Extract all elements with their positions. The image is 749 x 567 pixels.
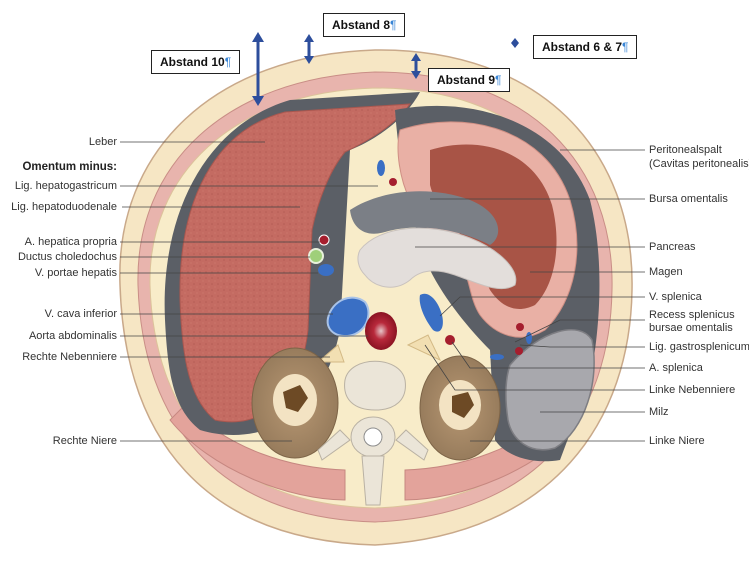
- label-magen: Magen: [649, 266, 683, 278]
- label-lig-gastrosplenicum: Lig. gastrosplenicum: [649, 341, 749, 353]
- label-bursa-omentalis: Bursa omentalis: [649, 193, 728, 205]
- aorta: [365, 312, 397, 350]
- label-leber: Leber: [89, 136, 117, 148]
- distance-box-8: Abstand 8¶: [323, 13, 405, 37]
- label-rechte-niere: Rechte Niere: [53, 435, 117, 447]
- small-artery-3: [515, 347, 523, 355]
- label-bursae-omentalis: bursae omentalis: [649, 322, 733, 334]
- label-pancreas: Pancreas: [649, 241, 696, 253]
- label-v-cava-inferior: V. cava inferior: [45, 308, 118, 320]
- hepatic-artery: [319, 235, 329, 245]
- pilcrow-icon: ¶: [495, 73, 501, 87]
- arrow-6-7: [511, 38, 519, 48]
- label-lig-hepatoduodenale: Lig. hepatoduodenale: [11, 201, 117, 213]
- distance-box-6-7: Abstand 6 & 7¶: [533, 35, 637, 59]
- small-vein-1: [377, 160, 385, 176]
- distance-box-9: Abstand 9¶: [428, 68, 510, 92]
- label-linke-niere: Linke Niere: [649, 435, 705, 447]
- distance-box-8-text: Abstand 8: [332, 18, 390, 32]
- right-kidney: [252, 348, 338, 458]
- bile-duct: [309, 249, 323, 263]
- label-cavitas-peritonealis: (Cavitas peritonealis): [649, 158, 749, 170]
- small-artery-2: [516, 323, 524, 331]
- distance-box-6-7-text: Abstand 6 & 7: [542, 40, 622, 54]
- label-milz: Milz: [649, 406, 669, 418]
- labels-left: Leber Omentum minus: Lig. hepatogastricu…: [11, 136, 118, 447]
- pilcrow-icon: ¶: [390, 18, 396, 32]
- distance-box-9-text: Abstand 9: [437, 73, 495, 87]
- label-aorta-abdominalis: Aorta abdominalis: [29, 330, 118, 342]
- label-ductus-choledochus: Ductus choledochus: [18, 251, 118, 263]
- label-omentum-minus: Omentum minus:: [22, 161, 117, 173]
- label-linke-nebenniere: Linke Nebenniere: [649, 384, 735, 396]
- pilcrow-icon: ¶: [225, 55, 231, 69]
- labels-right: Peritonealspalt (Cavitas peritonealis) B…: [649, 144, 749, 447]
- label-rechte-nebenniere: Rechte Nebenniere: [22, 351, 117, 363]
- label-v-portae-hepatis: V. portae hepatis: [35, 267, 118, 279]
- pilcrow-icon: ¶: [622, 40, 628, 54]
- label-v-splenica: V. splenica: [649, 291, 703, 303]
- label-peritonealspalt: Peritonealspalt: [649, 144, 722, 156]
- label-a-splenica: A. splenica: [649, 362, 704, 374]
- distance-box-10: Abstand 10¶: [151, 50, 240, 74]
- left-kidney: [420, 356, 500, 460]
- portal-vein: [318, 264, 334, 276]
- label-lig-hepatogastricum: Lig. hepatogastricum: [15, 180, 117, 192]
- small-artery-1: [389, 178, 397, 186]
- label-recess-splenicus: Recess splenicus: [649, 309, 735, 321]
- distance-box-10-text: Abstand 10: [160, 55, 225, 69]
- label-a-hepatica-propria: A. hepatica propria: [25, 236, 118, 248]
- small-vein-2: [490, 354, 504, 360]
